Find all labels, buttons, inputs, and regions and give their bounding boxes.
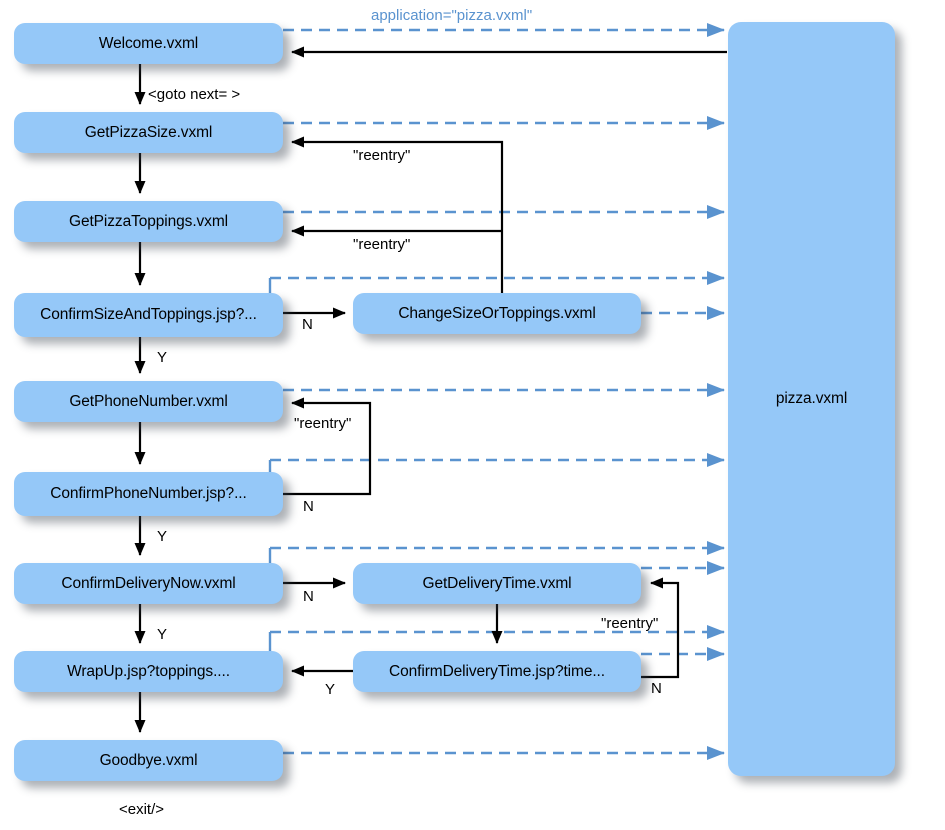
label-reentry-delivery: "reentry" (601, 615, 659, 632)
node-label: Welcome.vxml (98, 34, 199, 52)
label-n-confirm-phone: N (303, 498, 314, 515)
node-label: GetPhoneNumber.vxml (69, 392, 228, 410)
node-label: GetDeliveryTime.vxml (422, 574, 572, 592)
node-wrap-up[interactable]: WrapUp.jsp?toppings.... (14, 651, 283, 692)
label-reentry-toppings: "reentry" (353, 236, 411, 253)
node-get-phone-number[interactable]: GetPhoneNumber.vxml (14, 381, 283, 422)
edge-confirmphone-reentry-to-getphone (283, 397, 372, 496)
label-n-delivery-now: N (303, 588, 314, 605)
node-label: GetPizzaSize.vxml (84, 123, 213, 141)
label-y-confirm-phone: Y (157, 528, 168, 545)
node-label: ConfirmPhoneNumber.jsp?... (50, 485, 247, 502)
edge-change-reentry-trunk (291, 136, 504, 293)
node-label: ChangeSizeOrToppings.vxml (398, 304, 596, 322)
label-goto-next: <goto next= > (148, 86, 241, 103)
node-confirm-delivery-time[interactable]: ConfirmDeliveryTime.jsp?time... (353, 651, 641, 692)
node-label: GetPizzaToppings.vxml (69, 212, 228, 230)
node-confirm-size-and-toppings[interactable]: ConfirmSizeAndToppings.jsp?... (14, 293, 283, 337)
edge-confirmtime-reentry (641, 577, 680, 679)
node-get-pizza-toppings[interactable]: GetPizzaToppings.vxml (14, 201, 283, 242)
node-goodbye[interactable]: Goodbye.vxml (14, 740, 283, 781)
node-get-delivery-time[interactable]: GetDeliveryTime.vxml (353, 563, 641, 604)
node-label: ConfirmDeliveryTime.jsp?time... (389, 662, 605, 680)
node-welcome[interactable]: Welcome.vxml (14, 23, 283, 64)
node-label: ConfirmDeliveryNow.vxml (61, 574, 236, 592)
label-y-confirm-size: Y (157, 349, 168, 366)
label-exit-tag: <exit/> (119, 801, 165, 818)
node-label: WrapUp.jsp?toppings.... (67, 662, 230, 680)
node-label: Goodbye.vxml (99, 751, 198, 769)
label-y-confirm-delivery: Y (325, 681, 336, 698)
node-label: ConfirmSizeAndToppings.jsp?... (40, 306, 257, 323)
label-reentry-phone: "reentry" (294, 415, 352, 432)
label-n-confirm-size: N (302, 316, 313, 333)
node-confirm-delivery-now[interactable]: ConfirmDeliveryNow.vxml (14, 563, 283, 604)
label-n-confirm-delivery: N (651, 680, 662, 697)
node-confirm-phone-number[interactable]: ConfirmPhoneNumber.jsp?... (14, 472, 283, 516)
label-reentry-size: "reentry" (353, 147, 411, 164)
label-application-attribute: application="pizza.vxml" (371, 7, 533, 24)
node-pizza-application[interactable]: pizza.vxml (728, 22, 895, 776)
node-label: pizza.vxml (775, 390, 848, 407)
node-change-size-or-toppings[interactable]: ChangeSizeOrToppings.vxml (353, 293, 641, 334)
node-get-pizza-size[interactable]: GetPizzaSize.vxml (14, 112, 283, 153)
label-y-delivery-now: Y (157, 626, 168, 643)
